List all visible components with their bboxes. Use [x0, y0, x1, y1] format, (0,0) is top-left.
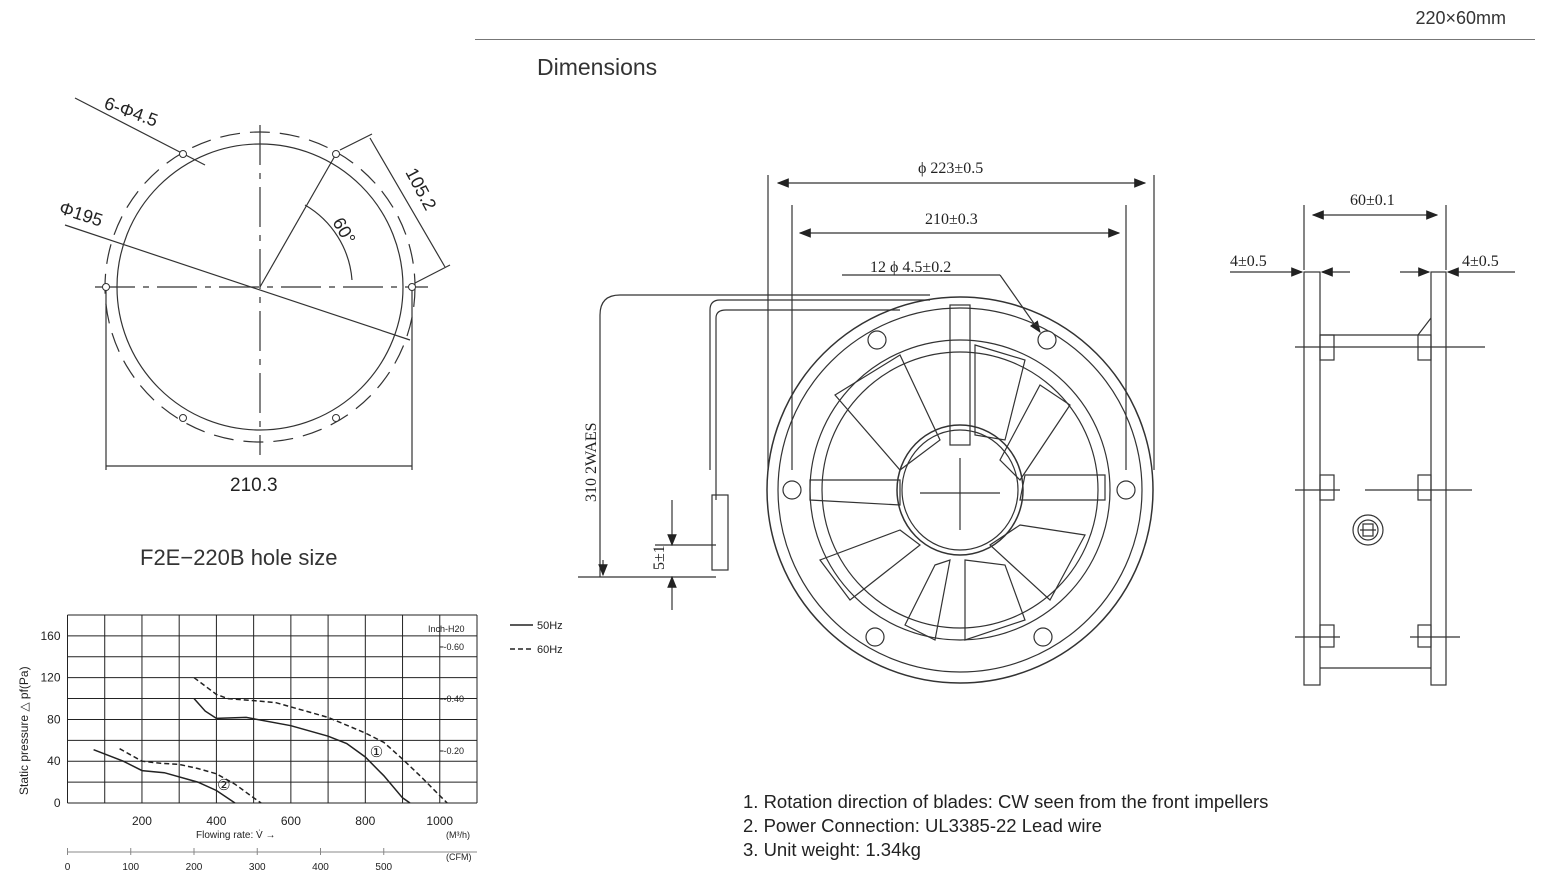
curve-60hz-2 — [119, 748, 262, 804]
lead-offset-label: 5±1 — [651, 545, 668, 570]
x-tick-label: 600 — [281, 814, 301, 828]
model-size: 220×60mm — [1415, 8, 1506, 28]
secondary-y-label: Inch-H20 — [428, 624, 465, 634]
fan-hub — [896, 424, 1024, 556]
mount-hole — [1033, 627, 1053, 647]
front-flange-label: 4±0.5 — [1230, 253, 1267, 270]
cfm-tick-label: 100 — [122, 862, 139, 873]
mount-hole — [179, 414, 187, 422]
note-item: 2. Power Connection: UL3385-22 Lead wire — [743, 815, 1102, 836]
cfm-unit: (CFM) — [446, 852, 472, 862]
ground-screw-icon — [1352, 514, 1384, 546]
x-axis-unit: (M³/h) — [446, 830, 470, 840]
y-axis-label: Static pressure △ pf(Pa) — [17, 666, 31, 795]
x-tick-label: 800 — [355, 814, 375, 828]
width-label: 210.3 — [230, 475, 278, 496]
cfm-tick-label: 300 — [249, 862, 266, 873]
mount-hole — [332, 150, 340, 158]
curve-annotation: ① — [370, 744, 383, 761]
fan-blades — [809, 344, 1106, 641]
fan-frame-outer — [766, 296, 1154, 684]
y-tick-label: 0 — [54, 796, 61, 810]
cfm-tick-label: 0 — [65, 862, 71, 873]
curve-50hz-1 — [193, 698, 411, 804]
mount-hole — [1037, 330, 1057, 350]
outer-diameter-label: ϕ 223±0.5 — [918, 160, 983, 177]
x-tick-label: 400 — [206, 814, 226, 828]
cfm-tick-label: 400 — [312, 862, 329, 873]
note-item: 1. Rotation direction of blades: CW seen… — [743, 791, 1269, 812]
curve-50hz-2 — [93, 749, 236, 804]
lead-length-label: 310 2WAES — [583, 422, 600, 502]
y-tick-label: 120 — [40, 671, 60, 685]
mount-hole — [179, 150, 187, 158]
hole-span-label: 210±0.3 — [925, 211, 978, 228]
secondary-y-tick-label: -0.60 — [443, 642, 464, 652]
hole-size-caption: F2E−220B hole size — [140, 545, 338, 570]
cfm-tick-label: 500 — [375, 862, 392, 873]
rear-flange-label: 4±0.5 — [1462, 253, 1499, 270]
chart-legend: 50Hz 60Hz — [510, 620, 563, 656]
secondary-y-tick-label: -0.40 — [443, 694, 464, 704]
mount-hole — [408, 283, 416, 291]
secondary-y-tick-label: -0.20 — [443, 746, 464, 756]
header-divider — [475, 39, 1535, 40]
mount-hole — [1116, 480, 1136, 500]
y-tick-label: 160 — [40, 629, 60, 643]
mount-hole — [102, 283, 110, 291]
depth-label: 60±0.1 — [1350, 192, 1395, 209]
mount-hole — [865, 627, 885, 647]
y-tick-label: 80 — [47, 712, 61, 726]
x-tick-label: 1000 — [426, 814, 453, 828]
legend-label-50hz: 50Hz — [537, 620, 563, 632]
x-tick-label: 200 — [132, 814, 152, 828]
y-tick-label: 40 — [47, 754, 61, 768]
mount-hole — [867, 330, 887, 350]
mount-holes-label: 12 ϕ 4.5±0.2 — [870, 259, 951, 276]
curve-annotation: ② — [217, 777, 230, 794]
mount-hole — [332, 414, 340, 422]
mount-hole — [782, 480, 802, 500]
x-axis-label: Flowing rate: V̇ → — [196, 828, 275, 841]
legend-label-60hz: 60Hz — [537, 644, 563, 656]
cfm-tick-label: 200 — [186, 862, 203, 873]
chart-grid — [67, 614, 478, 804]
notes-list: 1. Rotation direction of blades: CW seen… — [743, 790, 1268, 862]
section-title: Dimensions — [537, 54, 658, 80]
chart-curves: ①② — [93, 677, 448, 804]
note-item: 3. Unit weight: 1.34kg — [743, 839, 921, 860]
